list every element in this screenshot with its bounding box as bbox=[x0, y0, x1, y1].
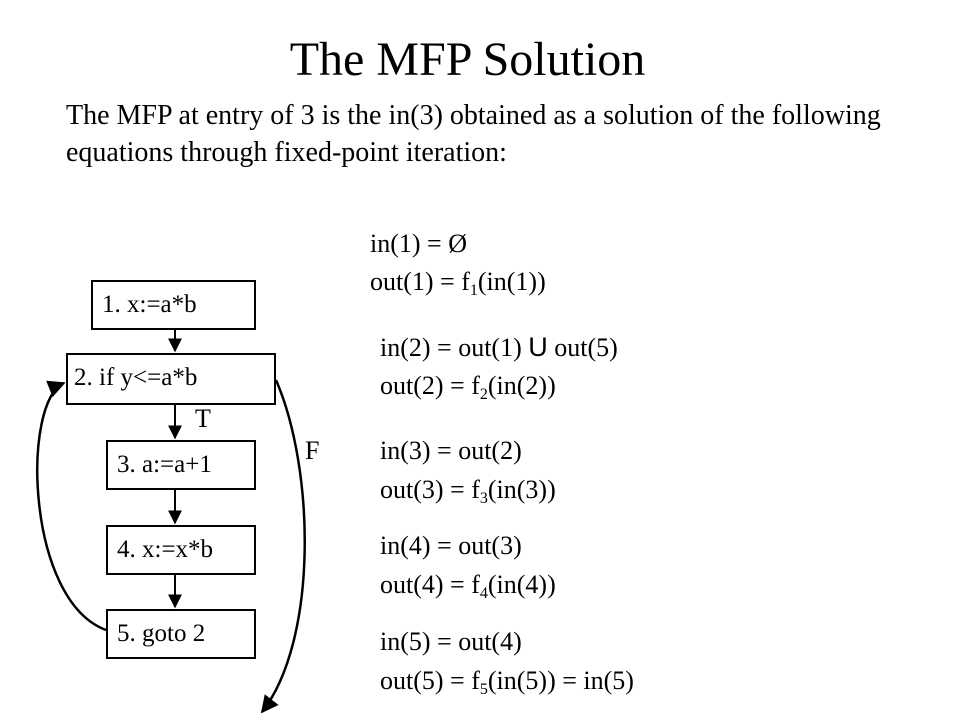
edge-label-false: F bbox=[305, 436, 320, 465]
intro-text: The MFP at entry of 3 is the in(3) obtai… bbox=[66, 100, 881, 168]
equation-out-4-subscript: 4 bbox=[479, 585, 488, 602]
slide-title: The MFP Solution bbox=[289, 33, 646, 86]
equation-out-1-subscript: 1 bbox=[469, 282, 478, 299]
equation-in-2-rhs: out(5) bbox=[547, 333, 618, 362]
equation-in-3-lhs: in(3) = out(2) bbox=[380, 436, 522, 465]
equation-out-4-rhs: (in(4)) bbox=[487, 570, 556, 599]
equation-in-1-lhs: in(1) = bbox=[370, 229, 449, 258]
equation-out-3-rhs: (in(3)) bbox=[487, 475, 556, 504]
edge-2-false-exit bbox=[260, 379, 306, 714]
equation-in-1: in(1) = Ø bbox=[370, 226, 467, 262]
node-2: 2. if y<=a*b bbox=[66, 353, 276, 405]
equation-out-5-subscript: 5 bbox=[479, 681, 488, 698]
union-symbol: U bbox=[528, 332, 548, 362]
equation-out-4: out(4) = f4(in(4)) bbox=[380, 567, 556, 603]
equation-out-2-subscript: 2 bbox=[479, 386, 488, 403]
equation-out-5-rhs: (in(5)) = in(5) bbox=[487, 666, 634, 695]
equation-out-1-rhs: (in(1)) bbox=[477, 267, 546, 296]
equation-in-2: in(2) = out(1) U out(5) bbox=[380, 329, 618, 366]
edge-label-true: T bbox=[195, 404, 211, 433]
node-3: 3. a:=a+1 bbox=[106, 440, 256, 490]
equation-out-3: out(3) = f3(in(3)) bbox=[380, 472, 556, 508]
equation-in-3: in(3) = out(2) bbox=[380, 433, 522, 469]
equation-in-5: in(5) = out(4) bbox=[380, 624, 522, 660]
equation-out-2: out(2) = f2(in(2)) bbox=[380, 368, 556, 404]
node-1: 1. x:=a*b bbox=[91, 280, 256, 330]
equation-out-5: out(5) = f5(in(5)) = in(5) bbox=[380, 663, 634, 699]
node-5: 5. goto 2 bbox=[106, 609, 256, 659]
equation-out-2-rhs: (in(2)) bbox=[487, 371, 556, 400]
equation-out-3-lhs: out(3) = f bbox=[380, 475, 480, 504]
equation-out-4-lhs: out(4) = f bbox=[380, 570, 480, 599]
equation-out-2-lhs: out(2) = f bbox=[380, 371, 480, 400]
equation-in-2-lhs: in(2) = out(1) bbox=[380, 333, 529, 362]
edge-5-back-to-2 bbox=[36, 380, 107, 632]
equation-out-3-subscript: 3 bbox=[479, 490, 488, 507]
equation-out-1: out(1) = f1(in(1)) bbox=[370, 264, 546, 300]
equation-in-4: in(4) = out(3) bbox=[380, 528, 522, 564]
equation-in-5-lhs: in(5) = out(4) bbox=[380, 627, 522, 656]
equation-out-5-lhs: out(5) = f bbox=[380, 666, 480, 695]
empty-set-symbol: Ø bbox=[448, 229, 467, 258]
node-4: 4. x:=x*b bbox=[106, 525, 256, 575]
equation-in-4-lhs: in(4) = out(3) bbox=[380, 531, 522, 560]
equation-out-1-lhs: out(1) = f bbox=[370, 267, 470, 296]
